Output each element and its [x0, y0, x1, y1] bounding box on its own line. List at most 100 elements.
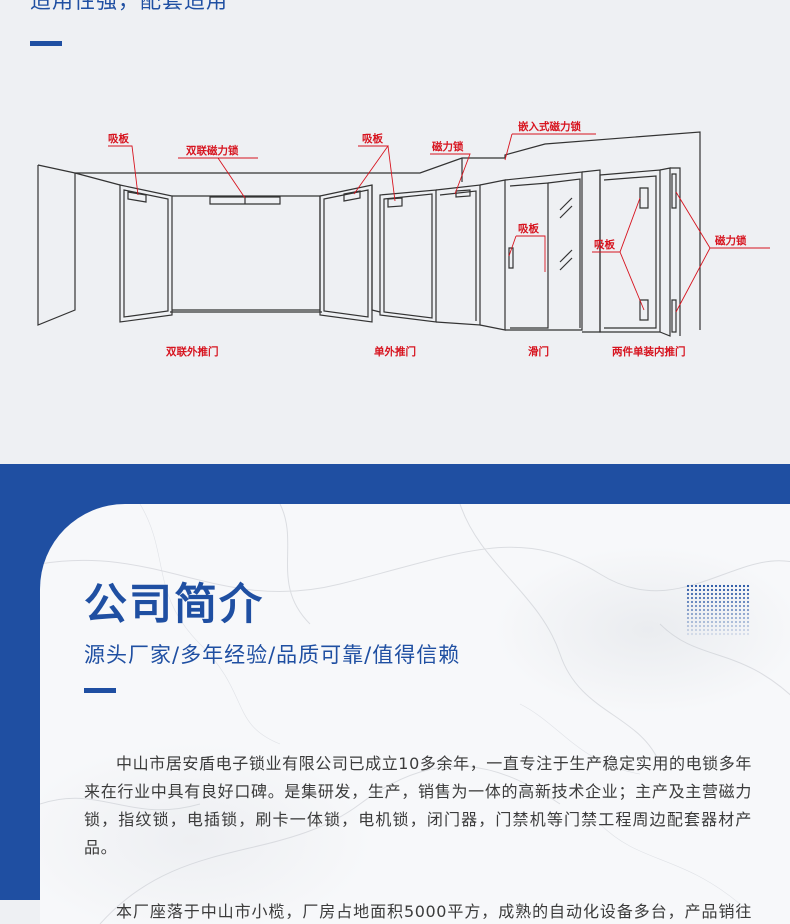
label-double-outward-door: 双联外推门: [165, 345, 219, 358]
decor-dot: [710, 588, 714, 592]
decor-dot: [706, 620, 710, 624]
decor-dot: [702, 596, 706, 600]
decor-dot: [706, 628, 710, 632]
decor-dot: [702, 632, 706, 636]
decor-dot: [726, 608, 730, 612]
decor-dot: [694, 588, 698, 592]
decor-dot: [734, 612, 738, 616]
decor-dot: [718, 628, 722, 632]
decor-dot: [746, 588, 750, 592]
decor-dot: [742, 616, 746, 620]
decor-dot: [722, 608, 726, 612]
decor-dot: [710, 616, 714, 620]
decor-dot: [734, 596, 738, 600]
decor-dot: [702, 584, 706, 588]
label-magnetic-lock-2: 磁力锁: [715, 234, 747, 247]
decor-dot: [698, 628, 702, 632]
decor-dot: [706, 584, 710, 588]
decor-dot: [742, 612, 746, 616]
decor-dot: [738, 624, 742, 628]
decor-dot: [702, 608, 706, 612]
decor-dot: [694, 604, 698, 608]
decor-dot: [718, 600, 722, 604]
decor-dot: [734, 628, 738, 632]
decor-dot: [734, 608, 738, 612]
decor-dot: [706, 612, 710, 616]
decor-dot: [726, 596, 730, 600]
decor-dot: [686, 600, 690, 604]
decor-dot: [718, 592, 722, 596]
decor-dot: [702, 612, 706, 616]
decor-dot: [726, 628, 730, 632]
title-underline: [30, 41, 62, 46]
decor-dot: [726, 632, 730, 636]
decor-dot: [746, 632, 750, 636]
decor-dot: [726, 592, 730, 596]
decor-dot: [694, 600, 698, 604]
decor-dot: [690, 628, 694, 632]
decor-dot: [686, 628, 690, 632]
decor-dot: [690, 600, 694, 604]
decor-dot: [698, 632, 702, 636]
decor-dot: [718, 608, 722, 612]
applicability-section: 适用性强，配套适用: [30, 0, 770, 358]
decor-dot: [690, 596, 694, 600]
decor-dot: [694, 584, 698, 588]
decor-dot: [734, 600, 738, 604]
decor-dot: [714, 624, 718, 628]
decor-dot: [698, 616, 702, 620]
decor-dot: [718, 604, 722, 608]
decor-dot: [722, 600, 726, 604]
decor-dot: [710, 596, 714, 600]
decor-dot: [686, 620, 690, 624]
decor-dot: [694, 592, 698, 596]
decor-dot: [686, 592, 690, 596]
decor-dot: [710, 604, 714, 608]
decor-dot: [746, 620, 750, 624]
decor-dot: [698, 596, 702, 600]
decor-dot: [734, 584, 738, 588]
decor-dot: [706, 604, 710, 608]
decor-dot: [690, 608, 694, 612]
label-suction-plate-1: 吸板: [108, 132, 129, 145]
decor-dot: [714, 584, 718, 588]
decor-dot: [722, 620, 726, 624]
decor-dot: [710, 632, 714, 636]
company-subtitle: 源头厂家/多年经验/品质可靠/值得信赖: [84, 643, 461, 667]
decor-dot: [738, 596, 742, 600]
decor-dot: [698, 588, 702, 592]
decor-dot: [710, 624, 714, 628]
decor-dot: [698, 624, 702, 628]
decor-dot: [734, 616, 738, 620]
decor-dot: [734, 620, 738, 624]
decor-dot: [686, 624, 690, 628]
decor-dot: [690, 624, 694, 628]
decor-dot: [726, 616, 730, 620]
decor-dot: [714, 616, 718, 620]
company-section: 公司简介 源头厂家/多年经验/品质可靠/值得信赖 中山市居安盾电子锁业有限公司已…: [0, 464, 790, 924]
decor-dot: [710, 600, 714, 604]
decor-dot: [698, 584, 702, 588]
decor-dot: [742, 592, 746, 596]
decor-dot: [738, 584, 742, 588]
decor-dot: [714, 596, 718, 600]
door-structure-lines: [37, 131, 701, 337]
decor-dot: [702, 620, 706, 624]
decor-dot: [698, 612, 702, 616]
decor-dot: [742, 624, 746, 628]
decor-dot: [714, 608, 718, 612]
decor-dot: [706, 588, 710, 592]
decor-dot: [694, 628, 698, 632]
decor-dot: [710, 608, 714, 612]
decor-dot: [722, 604, 726, 608]
decor-dot: [734, 632, 738, 636]
decor-dot: [730, 600, 734, 604]
decor-dot: [718, 616, 722, 620]
decor-dot: [738, 604, 742, 608]
decor-dot: [686, 616, 690, 620]
decor-dot: [694, 608, 698, 612]
decor-dot: [746, 628, 750, 632]
decor-dot: [706, 616, 710, 620]
decor-dot: [742, 600, 746, 604]
decor-dot: [710, 592, 714, 596]
